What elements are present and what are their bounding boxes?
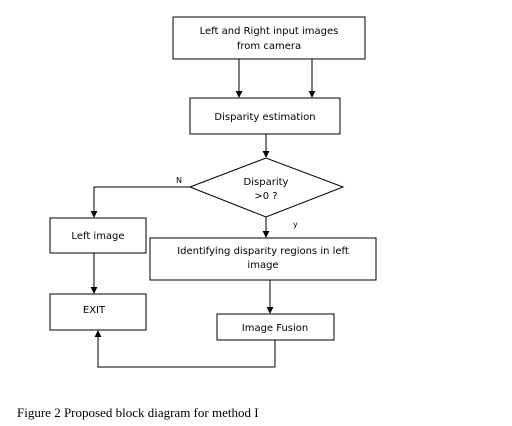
node-exit-label: EXIT (83, 305, 106, 316)
figure-caption: Figure 2 Proposed block diagram for meth… (17, 405, 259, 420)
node-image-fusion: Image Fusion (216, 313, 335, 341)
node-exit: EXIT (49, 293, 147, 331)
node-left-image-label: Left image (71, 231, 124, 242)
node-identify-regions: Identifying disparity regions in left im… (149, 237, 377, 281)
node-decision: Disparity >0 ? (188, 157, 345, 218)
node-identify-regions-label-line1: Identifying disparity regions in left (177, 246, 349, 257)
node-identify-regions-label-line2: image (247, 260, 278, 271)
node-input-label-line1: Left and Right input images (200, 26, 339, 37)
edges (90, 59, 316, 368)
node-image-fusion-label: Image Fusion (242, 323, 308, 334)
edge-decision-no-to-left-image (90, 186, 190, 218)
node-decision-label-line1: Disparity (244, 177, 289, 188)
node-input: Left and Right input images from camera (172, 16, 366, 60)
edge-label-no: N (176, 176, 182, 185)
node-left-image: Left image (49, 217, 147, 254)
edge-fusion-to-exit (94, 330, 276, 368)
edge-label-yes: y (293, 220, 298, 229)
node-decision-label-line2: >0 ? (254, 191, 277, 202)
node-disparity-estimation: Disparity estimation (189, 97, 341, 135)
node-input-label-line2: from camera (237, 41, 301, 52)
node-disparity-estimation-label: Disparity estimation (214, 112, 315, 123)
